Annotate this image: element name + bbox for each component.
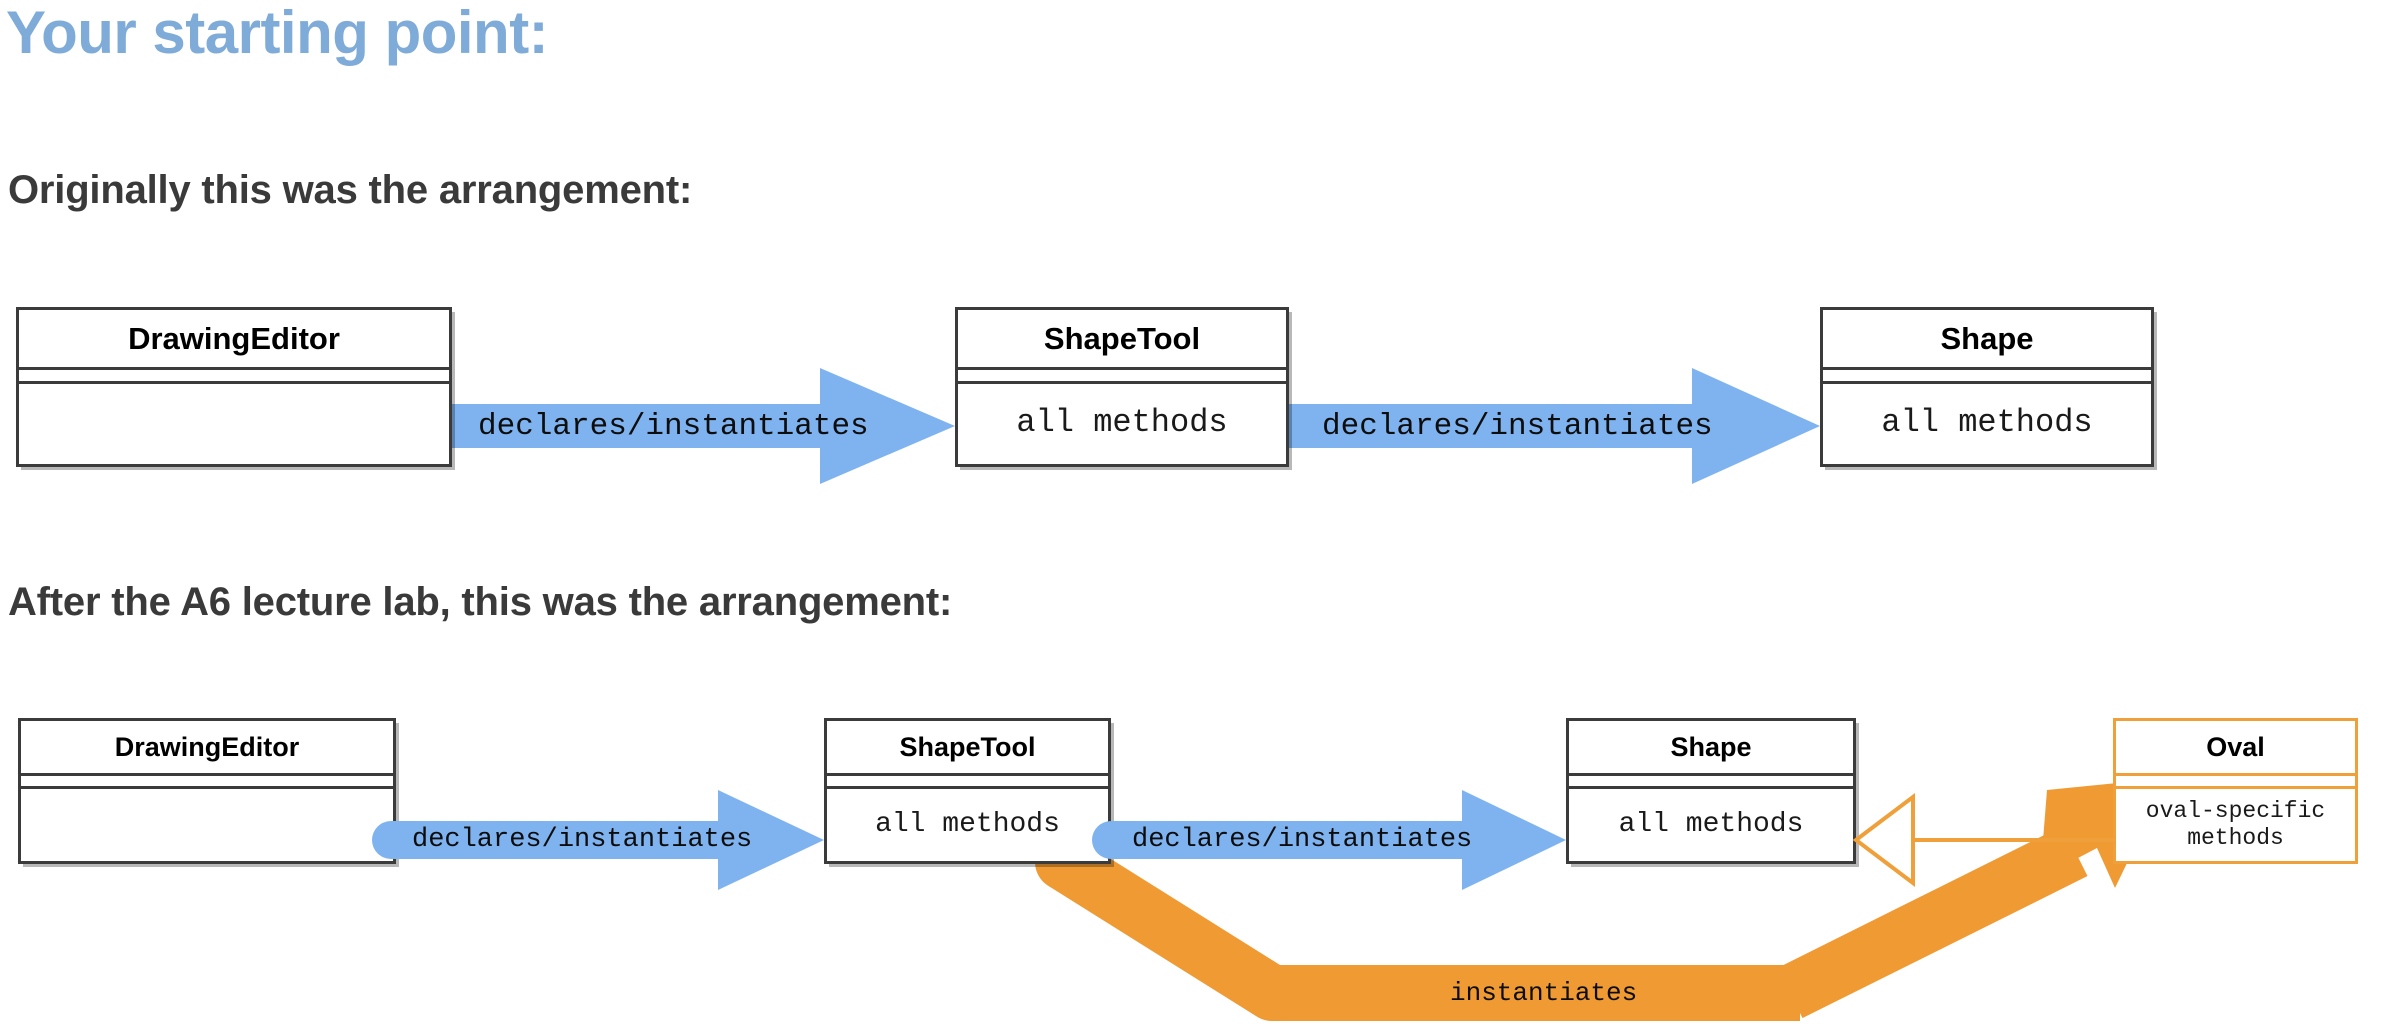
- class-methods-compartment: all methods: [1016, 403, 1228, 441]
- oval-methods-line-1: oval-specific: [2145, 797, 2326, 824]
- class-name-oval: Oval: [2116, 721, 2355, 776]
- class-box-drawingeditor-row1: DrawingEditor: [16, 307, 452, 467]
- class-box-drawingeditor-row2: DrawingEditor: [18, 718, 396, 864]
- class-attributes-compartment: [1569, 776, 1853, 789]
- class-box-shape-row1: Shape all methods: [1820, 307, 2154, 467]
- class-name-shape: Shape: [1569, 721, 1853, 776]
- class-box-shape-row2: Shape all methods: [1566, 718, 1856, 864]
- class-methods-compartment: all methods: [1881, 403, 2093, 441]
- class-box-shapetool-row1: ShapeTool all methods: [955, 307, 1289, 467]
- oval-methods-line-2: methods: [2187, 825, 2284, 851]
- arrow-label-declares-instantiates-1: declares/instantiates: [478, 409, 869, 444]
- class-attributes-compartment: [19, 370, 449, 384]
- class-name-shapetool: ShapeTool: [958, 310, 1286, 370]
- class-box-oval-row2: Oval oval-specific methods: [2113, 718, 2358, 864]
- class-attributes-compartment: [1823, 370, 2151, 384]
- section-2-heading: After the A6 lecture lab, this was the a…: [8, 580, 953, 624]
- class-name-drawingeditor: DrawingEditor: [21, 721, 393, 776]
- arrow-label-declares-instantiates-3: declares/instantiates: [412, 825, 753, 855]
- class-methods-compartment: [19, 384, 449, 461]
- class-methods-compartment: [21, 789, 393, 861]
- class-methods-compartment: oval-specific methods: [2116, 789, 2355, 861]
- class-name-shapetool: ShapeTool: [827, 721, 1108, 776]
- class-methods-compartment: all methods: [1618, 809, 1804, 841]
- class-name-drawingeditor: DrawingEditor: [19, 310, 449, 370]
- class-attributes-compartment: [827, 776, 1108, 789]
- page-title: Your starting point:: [6, 0, 549, 66]
- arrow-label-declares-instantiates-4: declares/instantiates: [1132, 825, 1473, 855]
- section-1-heading: Originally this was the arrangement:: [8, 168, 693, 212]
- class-attributes-compartment: [21, 776, 393, 789]
- arrow-label-instantiates: instantiates: [1450, 978, 1638, 1008]
- class-methods-compartment: all methods: [875, 809, 1060, 841]
- arrow-label-declares-instantiates-2: declares/instantiates: [1322, 409, 1713, 444]
- class-name-shape: Shape: [1823, 310, 2151, 370]
- arrow-oval-to-shape-inheritance: [1852, 792, 2113, 888]
- class-attributes-compartment: [958, 370, 1286, 384]
- class-box-shapetool-row2: ShapeTool all methods: [824, 718, 1111, 864]
- class-attributes-compartment: [2116, 776, 2355, 789]
